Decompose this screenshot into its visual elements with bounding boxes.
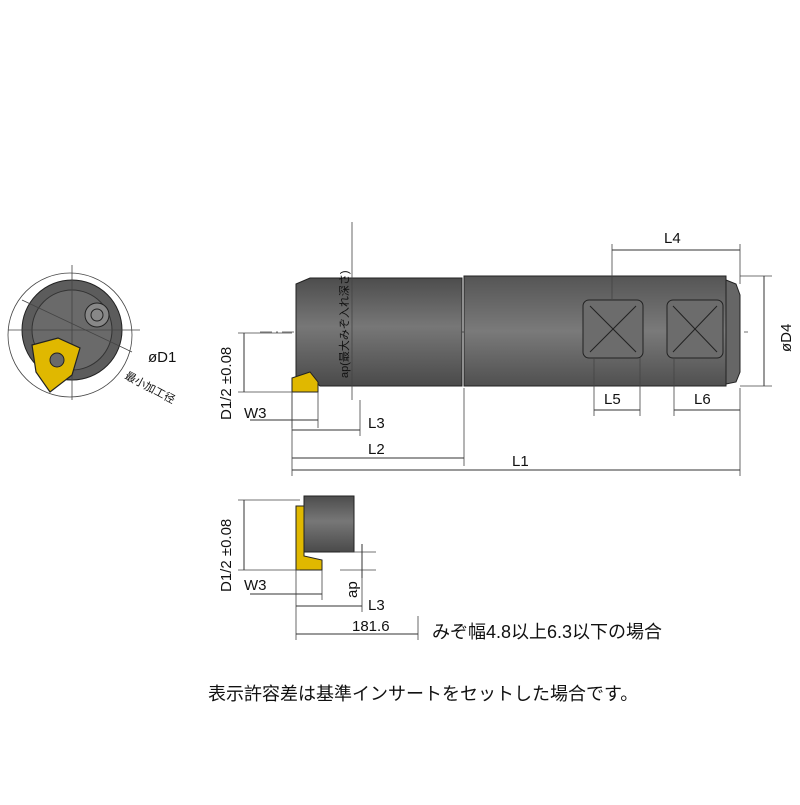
clamp-screw-hole [90, 308, 104, 322]
phi-d4-label: øD4 [778, 324, 795, 352]
tol-bottom-label: D1/2 ±0.08 [218, 519, 235, 592]
end-view: øD1 最小加工径 [7, 265, 178, 406]
min-bore-circle [7, 272, 133, 398]
w3-bottom-label: W3 [244, 577, 267, 594]
tol-top-label: D1/2 ±0.08 [218, 347, 235, 420]
min-bore-note: 最小加工径 [123, 369, 178, 406]
detail-view: D1/2 ±0.08 W3 ap L3 181.6 [218, 495, 419, 640]
side-view: ap(最大みぞ入れ深さ) D1/2 ±0.08 W3 L3 L2 L1 L4 [218, 222, 795, 476]
detail-body [303, 495, 355, 553]
l3-bottom-label: L3 [368, 597, 385, 614]
l3-top-label: L3 [368, 415, 385, 432]
dim-1816-label: 181.6 [352, 618, 390, 635]
phi-d1-label: øD1 [148, 349, 176, 366]
insert-hole [49, 352, 65, 368]
clamp-screw-icon [84, 302, 110, 328]
ap-depth-note: ap(最大みぞ入れ深さ) [337, 270, 351, 378]
l1-label: L1 [512, 453, 529, 470]
w3-top-label: W3 [244, 405, 267, 422]
groove-width-note: みぞ幅4.8以上6.3以下の場合 [432, 622, 663, 642]
l2-label: L2 [368, 441, 385, 458]
tool-head [295, 277, 463, 387]
flat-1-cross-b [589, 305, 637, 353]
tolerance-note: 表示許容差は基準インサートをセットした場合です。 [208, 684, 639, 704]
l4-label: L4 [664, 230, 681, 247]
l5-label: L5 [604, 391, 621, 408]
flat-2-cross-b [672, 305, 718, 353]
d1-leader [21, 299, 133, 353]
insert-side [291, 371, 319, 393]
ap-bottom-label: ap [344, 581, 361, 598]
shank-end-chamfer [725, 279, 741, 385]
l6-label: L6 [694, 391, 711, 408]
